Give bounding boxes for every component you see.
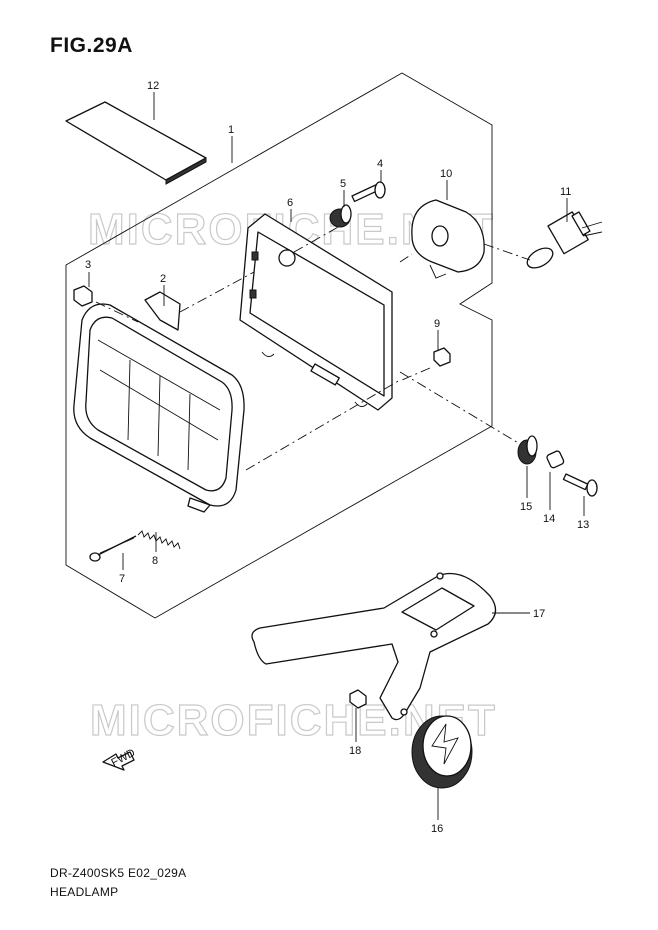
part-13-bolt <box>562 473 598 497</box>
part-9-nut <box>433 347 451 367</box>
part-14-collar <box>546 450 565 469</box>
callout-leaders <box>88 92 585 820</box>
part-8-spring <box>137 530 181 550</box>
part-10-socket-cover <box>411 199 485 279</box>
part-6-housing <box>239 213 393 411</box>
figure-title: FIG.29A <box>50 34 133 57</box>
callout-9: 9 <box>434 318 440 330</box>
callout-4: 4 <box>377 158 383 170</box>
fwd-arrow: FWD <box>102 747 137 771</box>
callout-12: 12 <box>147 80 159 92</box>
callout-11: 11 <box>560 186 571 198</box>
part-11-bulb <box>526 211 603 269</box>
part-2-headlamp-unit <box>73 291 245 513</box>
part-16-reflector <box>411 715 473 789</box>
diagram-code: DR-Z400SK5 E02_029A <box>50 866 187 880</box>
callout-14: 14 <box>543 513 555 525</box>
callout-5: 5 <box>340 178 346 190</box>
callout-8: 8 <box>152 555 158 567</box>
part-5-grommet <box>329 204 352 228</box>
callout-1: 1 <box>228 124 234 136</box>
part-7-screw <box>89 535 137 562</box>
callout-10: 10 <box>440 168 452 180</box>
assembly-outline <box>65 72 493 619</box>
part-3-nut <box>73 285 93 307</box>
callout-15: 15 <box>520 501 532 513</box>
callout-3: 3 <box>85 259 91 271</box>
callout-2: 2 <box>160 273 166 285</box>
part-15-grommet <box>517 435 538 465</box>
part-18-nut <box>349 689 367 709</box>
dashed-leaders <box>95 225 531 471</box>
part-12-label <box>65 101 207 185</box>
callout-6: 6 <box>287 197 293 209</box>
callout-numbers: 1 2 3 4 5 6 7 8 9 10 11 12 13 14 15 16 1… <box>85 80 589 835</box>
callout-7: 7 <box>119 573 125 585</box>
callout-13: 13 <box>577 519 589 531</box>
part-4-screw <box>351 181 386 203</box>
part-17-bracket <box>251 572 497 721</box>
callout-18: 18 <box>349 745 361 757</box>
diagram-name: HEADLAMP <box>50 885 119 899</box>
callout-16: 16 <box>431 823 443 835</box>
callout-17: 17 <box>533 608 545 620</box>
